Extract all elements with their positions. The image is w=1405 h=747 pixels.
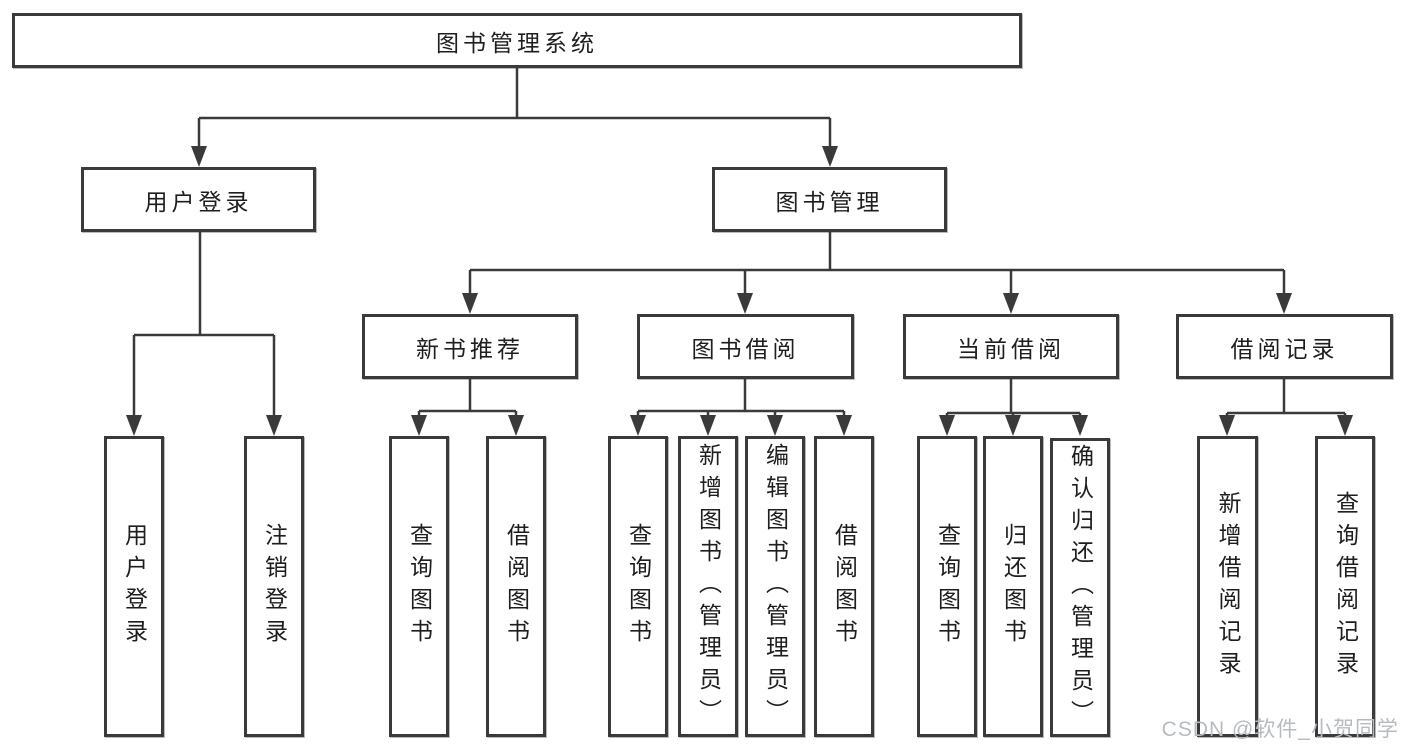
leaf-current-return-book: 归还图书 — [983, 436, 1043, 737]
node-book-borrow: 图书借阅 — [637, 314, 854, 379]
leaf-borrow-borrow-book: 借阅图书 — [814, 436, 874, 737]
leaf-records-query-record: 查询借阅记录 — [1315, 436, 1375, 737]
node-book-management-label: 图书管理 — [775, 188, 884, 215]
leaf-borrow-edit-book-admin: 编辑图书（管理员） — [745, 436, 805, 737]
node-new-book-recommend-label: 新书推荐 — [416, 335, 524, 362]
leaf-logout: 注销登录 — [244, 436, 304, 737]
node-book-management: 图书管理 — [712, 167, 947, 232]
leaf-recommend-borrow-book: 借阅图书 — [486, 436, 546, 737]
leaf-current-confirm-return-admin: 确认归还（管理员） — [1050, 438, 1110, 737]
node-root: 图书管理系统 — [12, 13, 1022, 68]
leaf-current-query-book: 查询图书 — [917, 436, 977, 737]
leaf-borrow-add-book-admin: 新增图书（管理员） — [678, 436, 738, 737]
node-current-borrow: 当前借阅 — [903, 314, 1119, 379]
node-root-label: 图书管理系统 — [436, 29, 598, 56]
leaf-borrow-query-book: 查询图书 — [608, 436, 668, 737]
arrowheads — [126, 146, 1353, 436]
watermark: CSDN @软件_小贺同学 — [1161, 718, 1399, 741]
node-user-login-label: 用户登录 — [144, 188, 253, 215]
node-new-book-recommend: 新书推荐 — [362, 314, 578, 379]
leaf-records-add-record: 新增借阅记录 — [1197, 436, 1258, 737]
leaf-user-login: 用户登录 — [104, 436, 164, 737]
node-book-borrow-label: 图书借阅 — [691, 335, 800, 362]
node-borrow-records: 借阅记录 — [1176, 314, 1393, 379]
node-borrow-records-label: 借阅记录 — [1230, 335, 1339, 362]
leaf-recommend-query-book: 查询图书 — [389, 436, 449, 737]
node-user-login: 用户登录 — [81, 167, 316, 232]
node-current-borrow-label: 当前借阅 — [957, 335, 1065, 362]
